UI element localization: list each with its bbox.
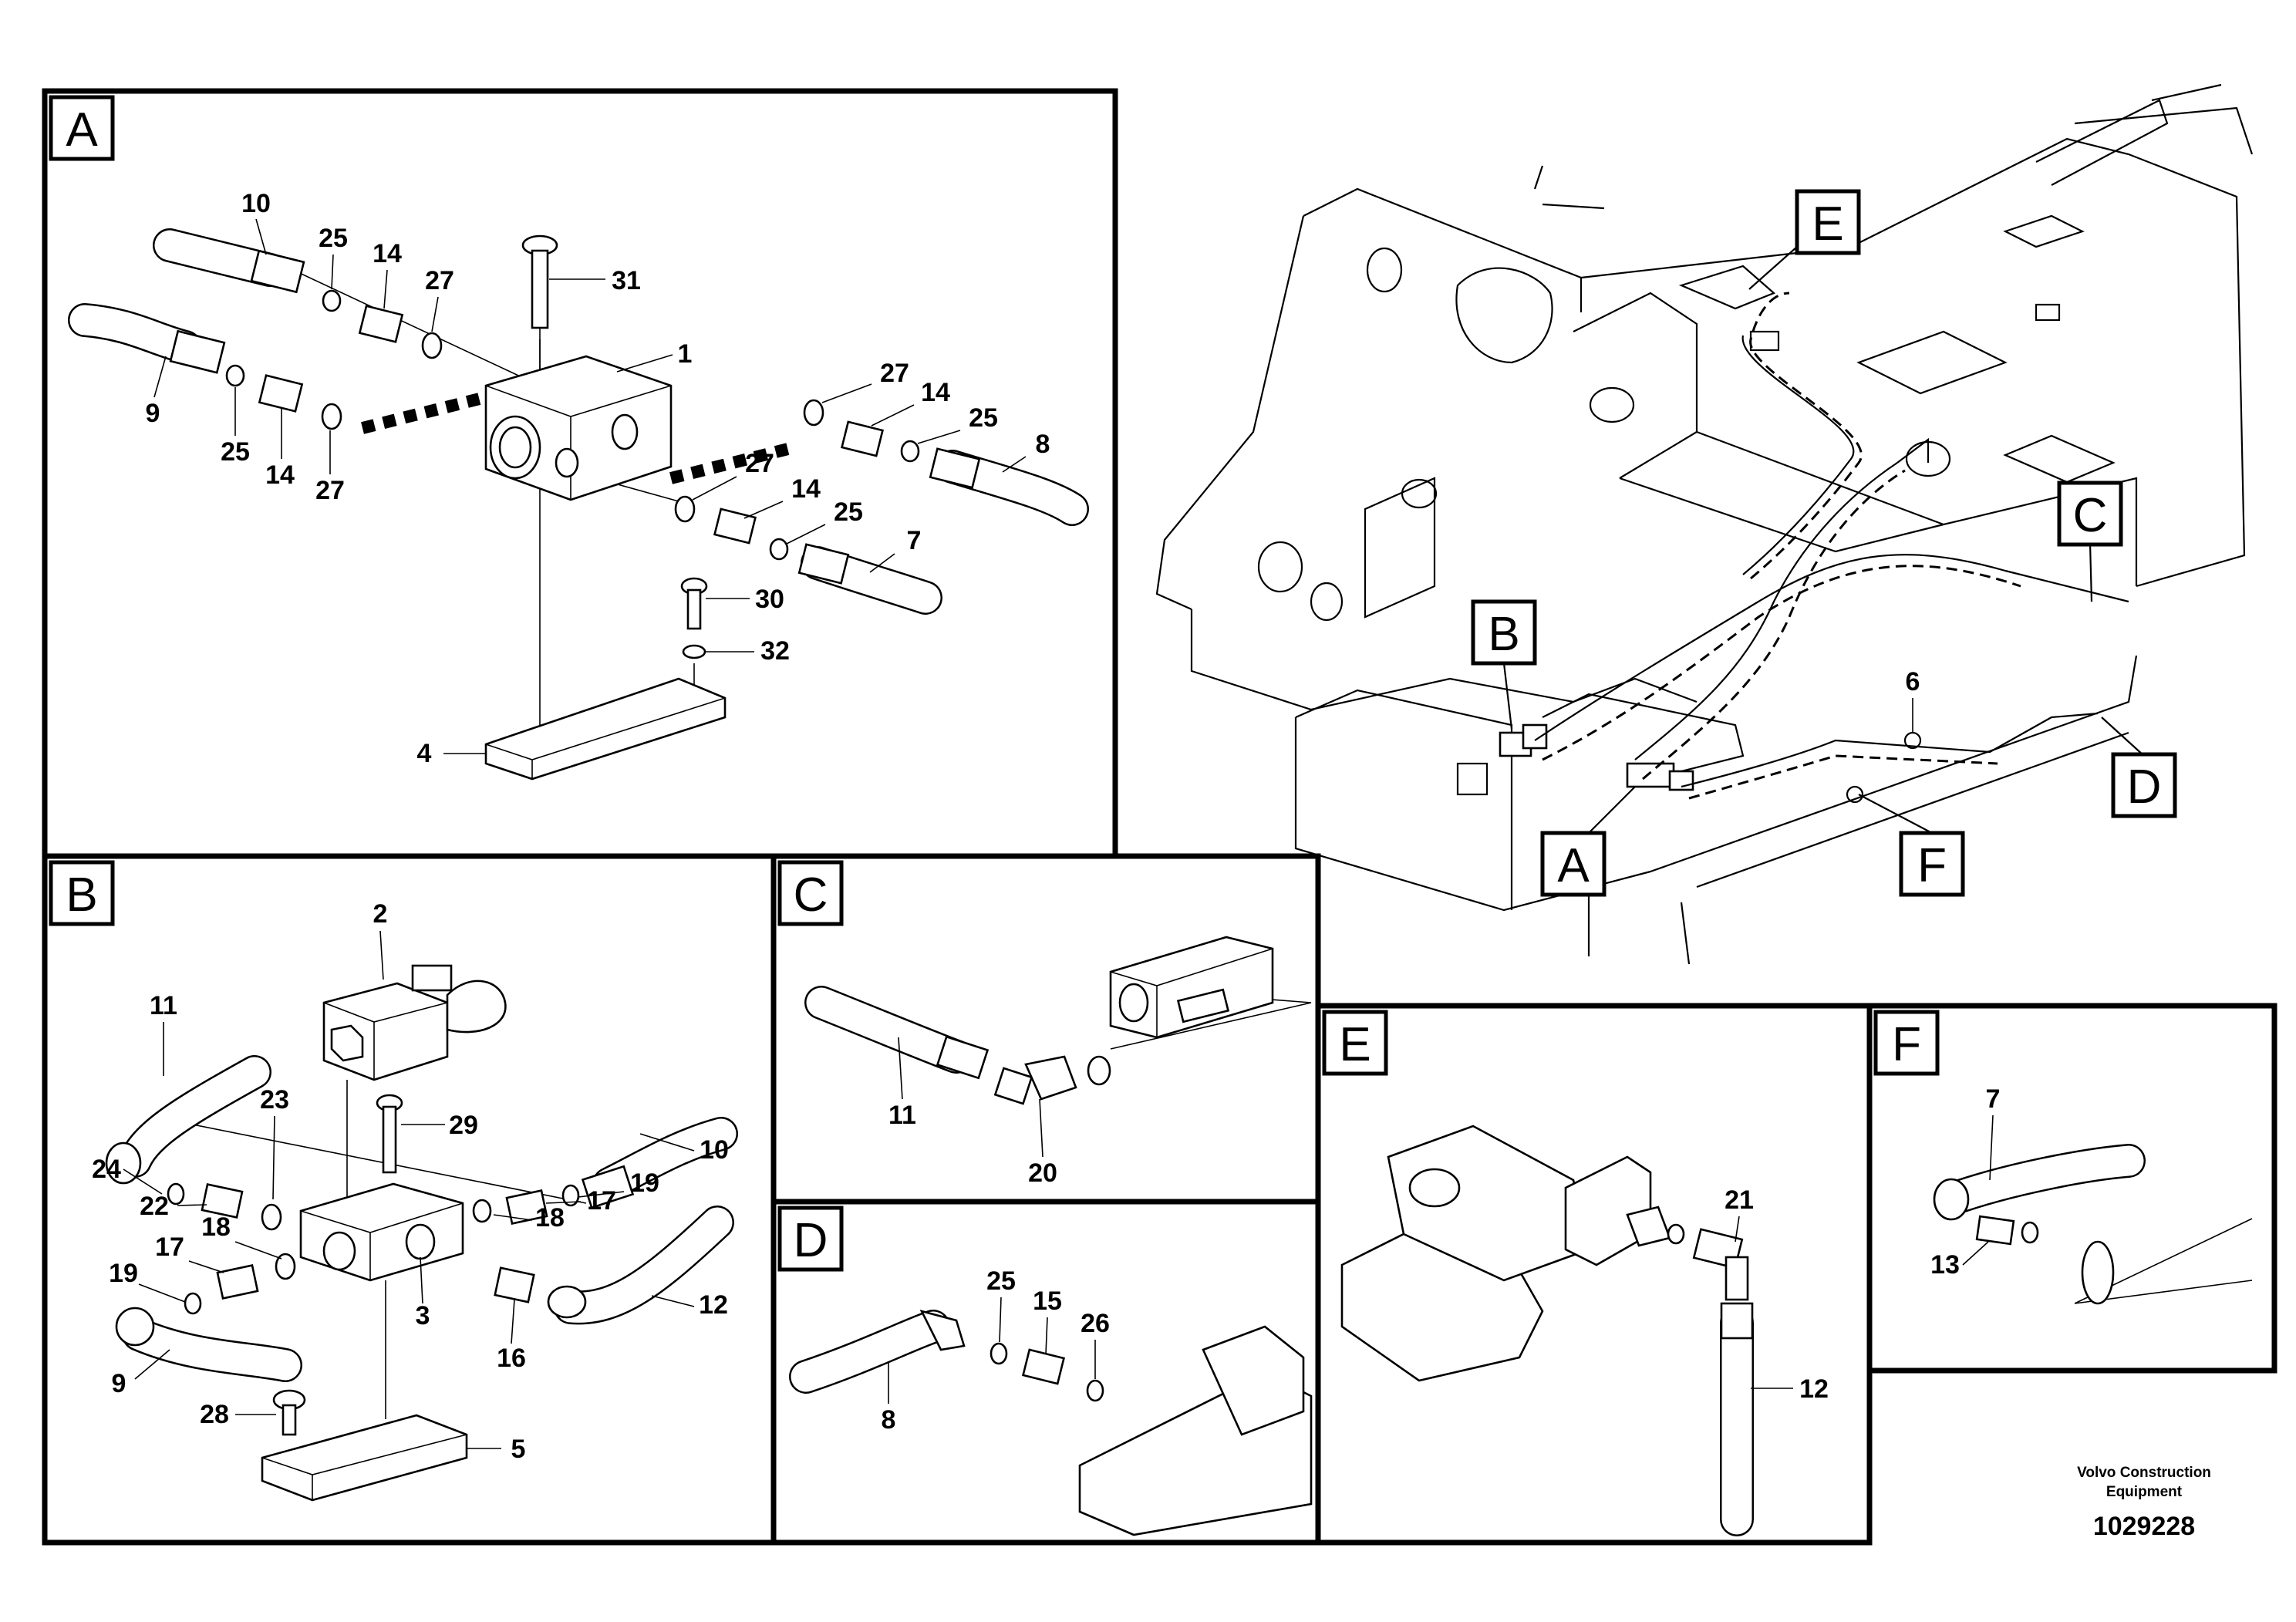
callout: 23 xyxy=(260,1085,289,1114)
panel-f-tag: F xyxy=(1873,1010,1940,1076)
callout: 17 xyxy=(155,1233,184,1262)
callout: 1 xyxy=(678,339,693,369)
callout: 16 xyxy=(497,1344,526,1373)
callout: 28 xyxy=(200,1400,229,1429)
callout: 6 xyxy=(1906,667,1920,696)
svg-text:D: D xyxy=(794,1214,828,1267)
callout: 25 xyxy=(969,403,998,433)
callout: 4 xyxy=(417,739,432,768)
overview-tag-b: B xyxy=(1471,599,1537,730)
callout: 19 xyxy=(630,1168,659,1198)
callout: 8 xyxy=(1036,430,1050,459)
overview-callouts: 6 xyxy=(1906,667,1920,733)
callout: 17 xyxy=(587,1186,616,1216)
svg-text:D: D xyxy=(2127,760,2162,814)
panel-f-callouts: 7 13 xyxy=(1930,1084,2000,1280)
callout: 24 xyxy=(92,1155,121,1184)
svg-text:F: F xyxy=(1892,1018,1921,1071)
callout: 10 xyxy=(241,189,271,218)
panel-b-callouts: 2 11 23 29 10 24 22 19 18 17 19 18 17 3 … xyxy=(92,899,729,1464)
panel-a-tag: A xyxy=(49,95,115,161)
overview-tag-d: D xyxy=(2101,717,2177,818)
callout: 12 xyxy=(1799,1374,1829,1404)
brand-line-1: Volvo Construction xyxy=(2077,1465,2211,1481)
callout: 14 xyxy=(265,460,295,490)
svg-text:F: F xyxy=(1917,839,1947,892)
panel-c-drawing xyxy=(804,936,1312,1105)
overview-tag-f: F xyxy=(1858,794,1965,897)
svg-text:E: E xyxy=(1812,197,1843,251)
callout: 12 xyxy=(699,1290,728,1320)
callout: 30 xyxy=(755,585,784,614)
panel-f-drawing xyxy=(1933,1144,2253,1305)
svg-text:B: B xyxy=(66,868,97,922)
svg-text:A: A xyxy=(1557,839,1590,892)
callout: 3 xyxy=(416,1301,430,1330)
callout: 7 xyxy=(1986,1084,2001,1114)
panel-d-drawing xyxy=(789,1310,1313,1536)
callout: 25 xyxy=(221,437,250,467)
footer-block: Volvo Construction Equipment 1029228 xyxy=(2077,1465,2211,1541)
panel-f-frame xyxy=(1866,1003,2277,1374)
overview-drawing xyxy=(1155,83,2254,965)
brand-line-2: Equipment xyxy=(2106,1484,2183,1500)
callout: 15 xyxy=(1033,1286,1062,1316)
callout: 27 xyxy=(745,449,774,478)
callout: 9 xyxy=(112,1369,126,1398)
callout: 25 xyxy=(986,1266,1016,1296)
panel-b-drawing xyxy=(105,964,738,1502)
overview-tag-a: A xyxy=(1540,786,1636,897)
callout: 32 xyxy=(760,636,790,666)
callout: 8 xyxy=(882,1405,896,1435)
callout: 18 xyxy=(535,1203,565,1233)
callout: 11 xyxy=(888,1101,916,1130)
panel-d-callouts: 25 15 26 8 xyxy=(882,1266,1110,1435)
callout: 21 xyxy=(1725,1185,1754,1215)
svg-text:E: E xyxy=(1339,1018,1371,1071)
panel-c-callouts: 11 20 xyxy=(888,1037,1057,1188)
panel-a-callouts: 10 25 14 27 31 1 9 25 14 27 27 14 25 8 2… xyxy=(146,189,1050,768)
callout: 11 xyxy=(150,991,177,1020)
panel-e-tag: E xyxy=(1322,1010,1388,1076)
callout: 25 xyxy=(834,497,863,527)
callout: 9 xyxy=(146,399,160,428)
callout: 27 xyxy=(315,476,345,505)
callout: 7 xyxy=(907,526,922,555)
callout: 25 xyxy=(319,224,348,253)
callout: 31 xyxy=(612,266,641,295)
panel-d-tag: D xyxy=(777,1206,844,1272)
callout: 19 xyxy=(109,1259,138,1288)
callout: 14 xyxy=(373,239,402,268)
panel-b-tag: B xyxy=(49,860,115,926)
callout: 10 xyxy=(700,1135,729,1165)
svg-text:B: B xyxy=(1488,608,1519,661)
callout: 27 xyxy=(880,359,909,388)
callout: 2 xyxy=(373,899,388,929)
overview-tag-e: E xyxy=(1748,189,1861,290)
panel-e-drawing xyxy=(1340,1125,1754,1536)
svg-text:C: C xyxy=(2073,489,2108,542)
callout: 20 xyxy=(1028,1158,1057,1188)
callout: 5 xyxy=(511,1435,526,1464)
callout: 18 xyxy=(201,1212,231,1242)
callout: 13 xyxy=(1930,1250,1960,1280)
svg-text:C: C xyxy=(794,868,828,922)
callout: 14 xyxy=(921,378,950,407)
svg-text:A: A xyxy=(66,103,98,157)
overview-tag-c: C xyxy=(2057,481,2123,602)
callout: 22 xyxy=(140,1192,169,1221)
figure-number: 1029228 xyxy=(2093,1512,2195,1541)
callout: 29 xyxy=(449,1111,478,1140)
panel-e-callouts: 21 12 xyxy=(1725,1185,1829,1404)
callout: 26 xyxy=(1081,1309,1110,1338)
panel-a-drawing xyxy=(68,228,1089,781)
callout: 14 xyxy=(791,474,821,504)
callout: 27 xyxy=(425,266,454,295)
panel-c-tag: C xyxy=(777,860,844,926)
